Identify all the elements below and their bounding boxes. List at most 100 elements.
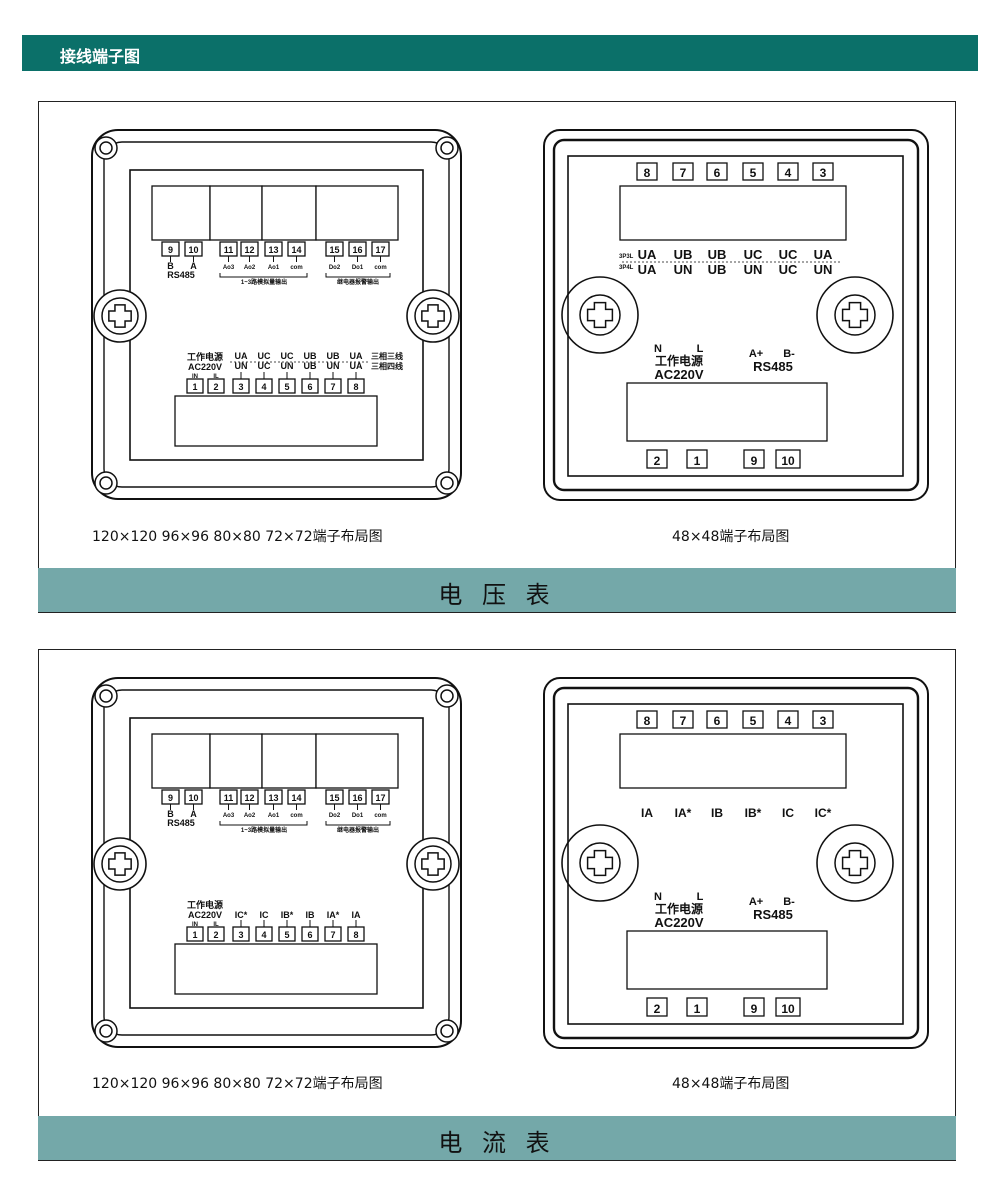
neutral-label: N (654, 343, 662, 355)
terminal-number: 9 (751, 1002, 758, 1016)
phase-label: UC (258, 361, 271, 371)
connector-block (315, 733, 399, 789)
terminal-number: 10 (188, 793, 198, 803)
cross-slot-icon (841, 301, 869, 329)
phase-label: UB (304, 361, 317, 371)
terminal-number: 11 (224, 793, 234, 803)
neutral-label: N (654, 891, 662, 903)
a-plus-label: A+ (749, 348, 763, 360)
terminal-number: 16 (352, 245, 362, 255)
line-label: L (697, 891, 704, 903)
terminal-box (278, 378, 296, 394)
terminal-number: 2 (213, 382, 218, 392)
terminal-box (743, 997, 765, 1017)
group-bracket (219, 821, 308, 826)
terminal-number: 3 (820, 714, 827, 728)
terminal-number: 15 (329, 245, 339, 255)
cross-slot-icon (586, 849, 614, 877)
screw-boss (816, 824, 894, 902)
ammeter-title: 电 流 表 (438, 1129, 556, 1157)
big-layout-caption: 120×120 96×96 80×80 72×72端子布局图 (92, 1076, 383, 1092)
in-label: IN (192, 922, 198, 928)
current-label: IB* (745, 806, 762, 820)
terminal-box (686, 449, 708, 469)
terminal-signal-label: com (374, 265, 386, 271)
terminal-number: 7 (330, 382, 335, 392)
page-title: 接线端子图 (60, 47, 141, 66)
meter-inner-frame (567, 155, 904, 477)
terminal-box (324, 926, 342, 942)
voltmeter-title: 电 压 表 (438, 581, 556, 609)
power-label: 工作电源 (187, 899, 223, 910)
terminal-number: 9 (751, 454, 758, 468)
phase-label: UB (708, 262, 727, 277)
small-layout-caption: 48×48端子布局图 (672, 529, 790, 545)
mount-hole-inner-icon (440, 141, 454, 155)
header-bar: 接线端子图 (22, 35, 978, 71)
terminal-number: 8 (644, 166, 651, 180)
screw-boss (561, 824, 639, 902)
meter-bezel (552, 138, 920, 492)
terminal-number: 9 (168, 245, 173, 255)
terminal-number: 17 (375, 245, 385, 255)
meter-inner-frame (567, 703, 904, 1025)
analog-output-label: 1~3路模拟量输出 (241, 826, 287, 834)
three-phase-four-wire-label: 3P4L (619, 265, 634, 271)
terminal-box (347, 378, 365, 394)
terminal-box (706, 162, 728, 181)
mount-hole-inner-icon (440, 689, 454, 703)
terminal-signal-label: Ao2 (244, 265, 256, 271)
terminal-number: 7 (680, 166, 687, 180)
terminal-number: 3 (238, 382, 243, 392)
line-label: L (697, 343, 704, 355)
cross-slot-icon (108, 852, 132, 876)
terminal-box (232, 378, 250, 394)
terminal-box (186, 378, 204, 394)
rs485-label: RS485 (167, 818, 195, 828)
terminal-number: 14 (291, 245, 301, 255)
connector-block (261, 185, 317, 241)
terminal-number: 11 (224, 245, 234, 255)
terminal-signal-label: B (167, 809, 174, 819)
terminal-box (186, 926, 204, 942)
mount-hole-inner-icon (99, 476, 113, 490)
terminal-signal-label: com (290, 265, 302, 271)
terminal-signal-label: A (190, 261, 197, 271)
terminal-number: 5 (750, 166, 757, 180)
terminal-number: 12 (244, 793, 254, 803)
small-layout-caption: 48×48端子布局图 (672, 1076, 790, 1092)
cross-slot-icon (841, 849, 869, 877)
phase-label: UN (281, 361, 294, 371)
terminal-signal-label: B (167, 261, 174, 271)
screw-boss (561, 276, 639, 354)
power-label: 工作电源 (655, 901, 703, 916)
terminal-number: 1 (694, 1002, 701, 1016)
group-bracket (325, 273, 391, 278)
connector-block (626, 382, 828, 442)
phase-label: UC (744, 247, 763, 262)
terminal-box (672, 710, 694, 729)
meter-bezel (552, 686, 920, 1040)
terminal-number: 9 (168, 793, 173, 803)
terminal-number: 8 (644, 714, 651, 728)
phase-label: UC (779, 262, 798, 277)
terminal-signal-label: com (374, 813, 386, 819)
terminal-box (255, 926, 273, 942)
screw-boss (816, 276, 894, 354)
terminal-number: 1 (192, 382, 197, 392)
a-plus-label: A+ (749, 896, 763, 908)
ammeter-footer: 电 流 表 (38, 1116, 956, 1161)
terminal-box (812, 162, 834, 181)
phase-label: UA (350, 351, 363, 361)
current-label: IC* (235, 910, 248, 920)
terminal-box (232, 926, 250, 942)
terminal-box (742, 162, 764, 181)
terminal-number: 13 (268, 793, 278, 803)
terminal-box (777, 162, 799, 181)
voltmeter-panel (38, 101, 956, 569)
terminal-number: 3 (238, 930, 243, 940)
terminal-number: 2 (654, 454, 661, 468)
terminal-number: 5 (284, 382, 289, 392)
il-label: IL (213, 922, 219, 928)
